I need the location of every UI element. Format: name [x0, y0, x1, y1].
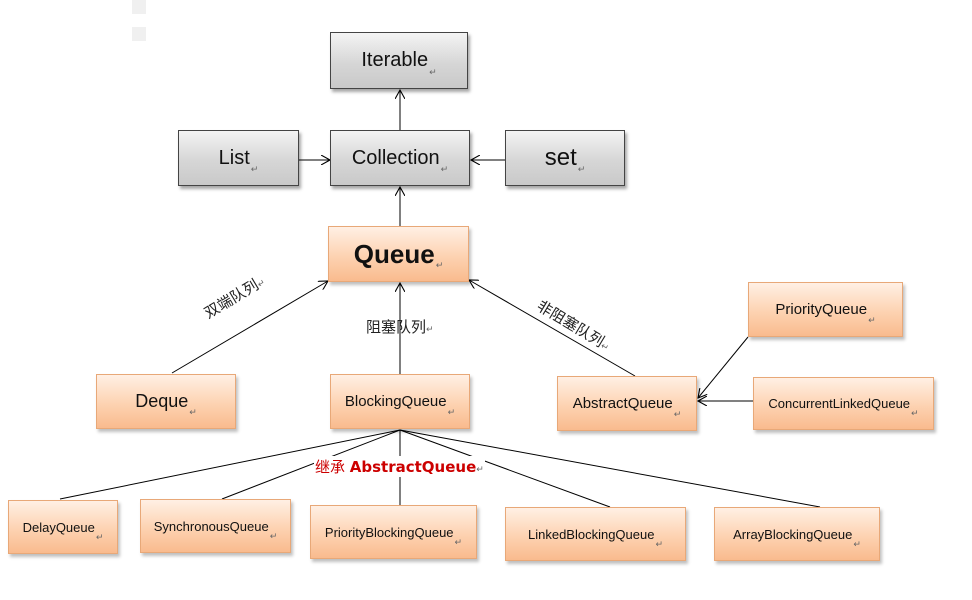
node-linkedblockingqueue: LinkedBlockingQueue↵ [505, 507, 686, 561]
node-linkedblockingqueue-label: LinkedBlockingQueue [527, 526, 655, 542]
decor-square [132, 0, 146, 14]
label-blocking-text: 阻塞队列 [366, 318, 427, 336]
node-priorityqueue: PriorityQueue↵ [748, 282, 903, 337]
node-queue-label: Queue [353, 238, 435, 269]
arrow-deque-to-queue [171, 281, 328, 374]
node-delayqueue-label: DelayQueue [22, 519, 95, 535]
label-inherit-abstractqueue: 继承 AbstractQueue↵ [314, 456, 485, 477]
node-arrayblockingqueue-label: ArrayBlockingQueue [733, 526, 853, 542]
line-to-linkedblockingqueue [399, 429, 611, 508]
node-blockingqueue: BlockingQueue↵ [330, 374, 470, 429]
paragraph-mark: ↵ [95, 532, 104, 542]
node-queue: Queue↵ [328, 226, 469, 282]
arrow-abstractqueue-to-queue [469, 280, 636, 377]
paragraph-mark: ↵ [429, 67, 437, 77]
node-synchronousqueue-label: SynchronousQueue [153, 518, 269, 534]
paragraph-mark: ↵ [447, 407, 456, 417]
paragraph-mark: ↵ [454, 537, 463, 547]
node-collection: Collection↵ [330, 130, 470, 186]
node-list: List↵ [178, 130, 299, 186]
node-concurrentlinkedqueue-label: ConcurrentLinkedQueue [768, 396, 911, 411]
node-arrayblockingqueue: ArrayBlockingQueue↵ [714, 507, 880, 561]
node-iterable: Iterable↵ [330, 32, 468, 89]
paragraph-mark: ↵ [440, 164, 449, 174]
node-set: set↵ [505, 130, 625, 186]
label-blocking-queue: 阻塞队列↵ [366, 316, 434, 337]
paragraph-mark: ↵ [577, 164, 586, 174]
decor-square [132, 27, 146, 41]
node-abstractqueue: AbstractQueue↵ [557, 376, 697, 431]
label-inherit-class: AbstractQueue [349, 458, 477, 476]
arrow-priorityqueue-to-abstractqueue [698, 336, 749, 398]
node-list-label: List [218, 146, 250, 169]
paragraph-mark: ↵ [250, 164, 259, 174]
node-priorityblockingqueue: PriorityBlockingQueue↵ [310, 505, 477, 559]
paragraph-mark: ↵ [476, 465, 484, 475]
paragraph-mark: ↵ [673, 409, 682, 419]
node-concurrentlinkedqueue: ConcurrentLinkedQueue↵ [753, 377, 934, 430]
inheritance-arrows [171, 90, 753, 401]
node-collection-label: Collection [351, 146, 440, 169]
node-deque-label: Deque [135, 391, 189, 411]
node-deque: Deque↵ [96, 374, 236, 429]
line-to-synchronousqueue [221, 429, 401, 500]
node-abstractqueue-label: AbstractQueue [572, 395, 673, 412]
node-set-label: set [544, 144, 577, 171]
node-priorityblockingqueue-label: PriorityBlockingQueue [324, 524, 454, 540]
paragraph-mark: ↵ [853, 539, 861, 549]
node-blockingqueue-label: BlockingQueue [344, 393, 447, 410]
paragraph-mark: ↵ [426, 325, 434, 335]
node-priorityqueue-label: PriorityQueue [775, 301, 868, 318]
blockingqueue-implementations [59, 429, 821, 508]
paragraph-mark: ↵ [435, 260, 444, 270]
paragraph-mark: ↵ [189, 407, 197, 417]
paragraph-mark: ↵ [269, 531, 278, 541]
line-to-delayqueue [59, 429, 401, 500]
paragraph-mark: ↵ [655, 539, 664, 549]
line-to-arrayblockingqueue [399, 429, 821, 508]
node-synchronousqueue: SynchronousQueue↵ [140, 499, 291, 553]
label-inherit-prefix: 继承 [315, 458, 350, 476]
paragraph-mark: ↵ [868, 315, 876, 325]
node-iterable-label: Iterable [361, 49, 429, 71]
node-delayqueue: DelayQueue↵ [8, 500, 118, 554]
paragraph-mark: ↵ [911, 408, 919, 418]
